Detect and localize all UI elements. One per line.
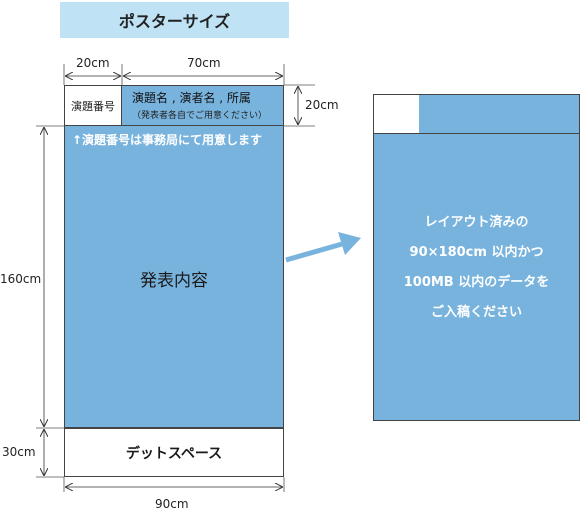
flow-arrow-shaft [285,241,343,263]
instruction-line2: 90×180cm 以内かつ [409,245,544,260]
content-label: 発表内容 [140,271,208,291]
title-banner: ポスターサイズ [60,2,289,38]
dim-label-number-width: 20cm [76,56,110,70]
preview-divider [374,133,579,134]
preview-number-box [374,95,419,133]
instruction-line4: ご入稿ください [430,305,522,320]
poster-title-line2: （発表者各自でご用意ください） [132,111,268,121]
dead-space-label: デットスペース [125,445,223,462]
instruction-line1: レイアウト済みの [424,215,529,230]
instruction-text: レイアウト済みの 90×180cm 以内かつ 100MB 以内のデータを ご入稿… [374,208,579,328]
dead-space-box: デットスペース [64,428,284,477]
dim-label-title-width: 70cm [187,56,221,70]
poster-title-box: 演題名 , 演者名 , 所属 （発表者各自でご用意ください） [122,85,284,126]
flow-arrow-head [338,232,361,255]
dim-label-title-height: 20cm [305,98,339,112]
poster-number-label: 演題番号 [71,99,115,113]
dim-label-dead-height: 30cm [2,445,36,459]
dim-label-total-width: 90cm [155,497,189,511]
instruction-line3: 100MB 以内のデータを [403,275,550,290]
submission-preview [373,94,580,421]
poster-number-box: 演題番号 [64,85,122,126]
number-notice: ↑演題番号は事務局にて用意します [72,133,263,147]
poster-content-area [64,126,284,428]
poster-title-line1: 演題名 , 演者名 , 所属 [132,91,251,105]
page-title: ポスターサイズ [118,12,231,31]
dim-label-main-height: 160cm [0,272,42,286]
